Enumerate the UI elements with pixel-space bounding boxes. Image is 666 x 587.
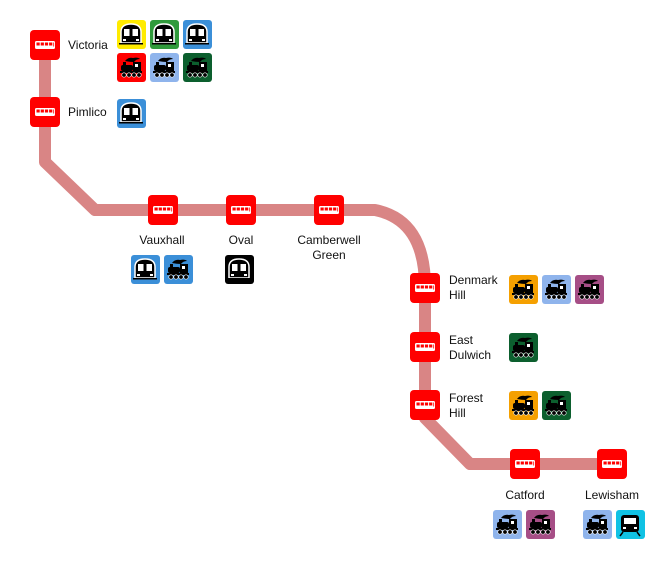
bus-icon [35, 41, 55, 49]
bus-stop-marker[interactable] [597, 449, 627, 479]
station-name-line: Catford [505, 488, 544, 502]
bus-stop-marker[interactable] [510, 449, 540, 479]
connection-steam-train-icon[interactable] [509, 391, 538, 420]
station-name-line: Pimlico [68, 105, 107, 119]
connections [117, 20, 212, 82]
connection-steam-train-icon[interactable] [117, 53, 146, 82]
station-vauxhall[interactable]: Vauxhall [131, 195, 193, 284]
connections [493, 510, 555, 539]
connection-steam-train-icon[interactable] [542, 275, 571, 304]
bus-icon [319, 206, 339, 214]
station-pimlico[interactable]: Pimlico [30, 97, 146, 128]
station-name-line: Oval [229, 233, 254, 247]
station-name-line: East [449, 333, 474, 347]
station-name-line: Dulwich [449, 348, 491, 362]
connections [225, 255, 254, 284]
connection-steam-train-icon[interactable] [575, 275, 604, 304]
bus-icon [231, 206, 251, 214]
station-name-line: Lewisham [585, 488, 639, 502]
bus-stop-marker[interactable] [30, 30, 60, 60]
station-name-line: Victoria [68, 38, 108, 52]
connections [583, 510, 645, 539]
connection-steam-train-icon[interactable] [493, 510, 522, 539]
connection-steam-train-icon[interactable] [509, 333, 538, 362]
connection-steam-train-icon[interactable] [583, 510, 612, 539]
station-name: Victoria [68, 38, 108, 52]
connections [509, 275, 604, 304]
station-name-line: Forest [449, 391, 484, 405]
station-name-line: Denmark [449, 273, 499, 287]
bus-stop-marker[interactable] [314, 195, 344, 225]
station-catford[interactable]: Catford [493, 449, 555, 539]
bus-icon [153, 206, 173, 214]
connections [509, 391, 571, 420]
bus-stop-marker[interactable] [148, 195, 178, 225]
connections [117, 99, 146, 128]
station-name-line: Camberwell [297, 233, 360, 247]
station-oval[interactable]: Oval [225, 195, 256, 284]
connection-dlr-train-icon[interactable] [616, 510, 645, 539]
connection-underground-train-icon[interactable] [117, 20, 146, 49]
connection-underground-train-icon[interactable] [131, 255, 160, 284]
connection-steam-train-icon[interactable] [542, 391, 571, 420]
connection-steam-train-icon[interactable] [183, 53, 212, 82]
station-name-line: Green [312, 248, 345, 262]
connection-underground-train-icon[interactable] [150, 20, 179, 49]
station-lewisham[interactable]: Lewisham [583, 449, 645, 539]
bus-stop-marker[interactable] [410, 390, 440, 420]
station-name: Oval [229, 233, 254, 247]
connection-underground-train-icon[interactable] [225, 255, 254, 284]
station-victoria[interactable]: Victoria [30, 20, 212, 82]
station-name: Lewisham [585, 488, 639, 502]
bus-stop-marker[interactable] [30, 97, 60, 127]
bus-icon [415, 343, 435, 351]
station-name: Catford [505, 488, 544, 502]
connection-steam-train-icon[interactable] [164, 255, 193, 284]
station-name-line: Vauxhall [139, 233, 184, 247]
connection-steam-train-icon[interactable] [150, 53, 179, 82]
bus-stop-marker[interactable] [410, 332, 440, 362]
bus-icon [415, 284, 435, 292]
bus-icon [515, 460, 535, 468]
connection-underground-train-icon[interactable] [183, 20, 212, 49]
bus-icon [415, 401, 435, 409]
bus-icon [602, 460, 622, 468]
connections [509, 333, 538, 362]
station-name: Vauxhall [139, 233, 184, 247]
bus-stop-marker[interactable] [410, 273, 440, 303]
connection-underground-train-icon[interactable] [117, 99, 146, 128]
station-name-line: Hill [449, 406, 466, 420]
connections [131, 255, 193, 284]
station-name-line: Hill [449, 288, 466, 302]
bus-icon [35, 108, 55, 116]
station-name: Pimlico [68, 105, 107, 119]
connection-steam-train-icon[interactable] [509, 275, 538, 304]
connection-steam-train-icon[interactable] [526, 510, 555, 539]
bus-stop-marker[interactable] [226, 195, 256, 225]
